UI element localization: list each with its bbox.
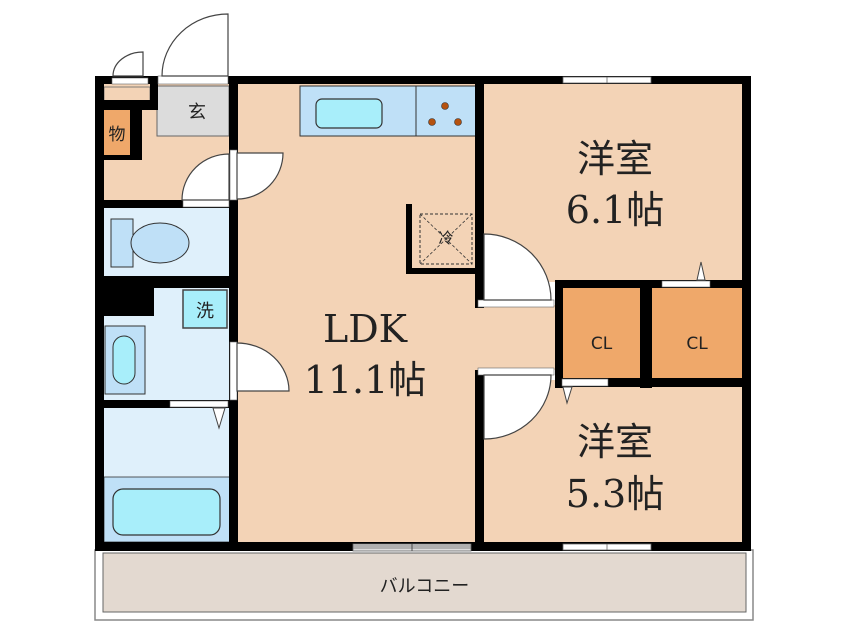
closet-1-floor <box>563 288 640 378</box>
fridge-space <box>419 213 473 265</box>
sink <box>315 98 383 129</box>
burner <box>428 118 436 126</box>
washer-label: 洗 <box>196 301 214 322</box>
fridge-label: 冷 <box>438 229 454 247</box>
ldk-name: LDK <box>322 307 408 351</box>
toilet-bowl <box>130 222 190 264</box>
shelf <box>103 86 151 102</box>
burner <box>441 102 449 110</box>
room2-name: 洋室 <box>576 420 653 464</box>
storage-label: 物 <box>108 125 126 145</box>
burner <box>454 118 462 126</box>
closet-2-label: CL <box>686 334 708 354</box>
room1-size: 6.1帖 <box>565 188 665 232</box>
bathtub <box>112 488 221 536</box>
closet-2-floor <box>652 288 742 378</box>
washer-box <box>182 289 228 329</box>
ldk-size: 11.1帖 <box>303 358 427 402</box>
closet-1-label: CL <box>590 334 613 354</box>
entrance-floor <box>156 85 230 137</box>
balcony-floor <box>102 552 747 613</box>
entrance-label: 玄 <box>188 102 206 123</box>
storage-floor <box>104 110 130 155</box>
toilet-tank <box>110 218 134 268</box>
room2-size: 5.3帖 <box>565 472 665 516</box>
room1-name: 洋室 <box>576 137 653 181</box>
vanity-basin <box>112 335 136 385</box>
windows <box>352 76 652 552</box>
balcony-label: バルコニー <box>379 576 470 597</box>
door-swings <box>112 13 552 440</box>
hall-floor <box>478 305 558 370</box>
